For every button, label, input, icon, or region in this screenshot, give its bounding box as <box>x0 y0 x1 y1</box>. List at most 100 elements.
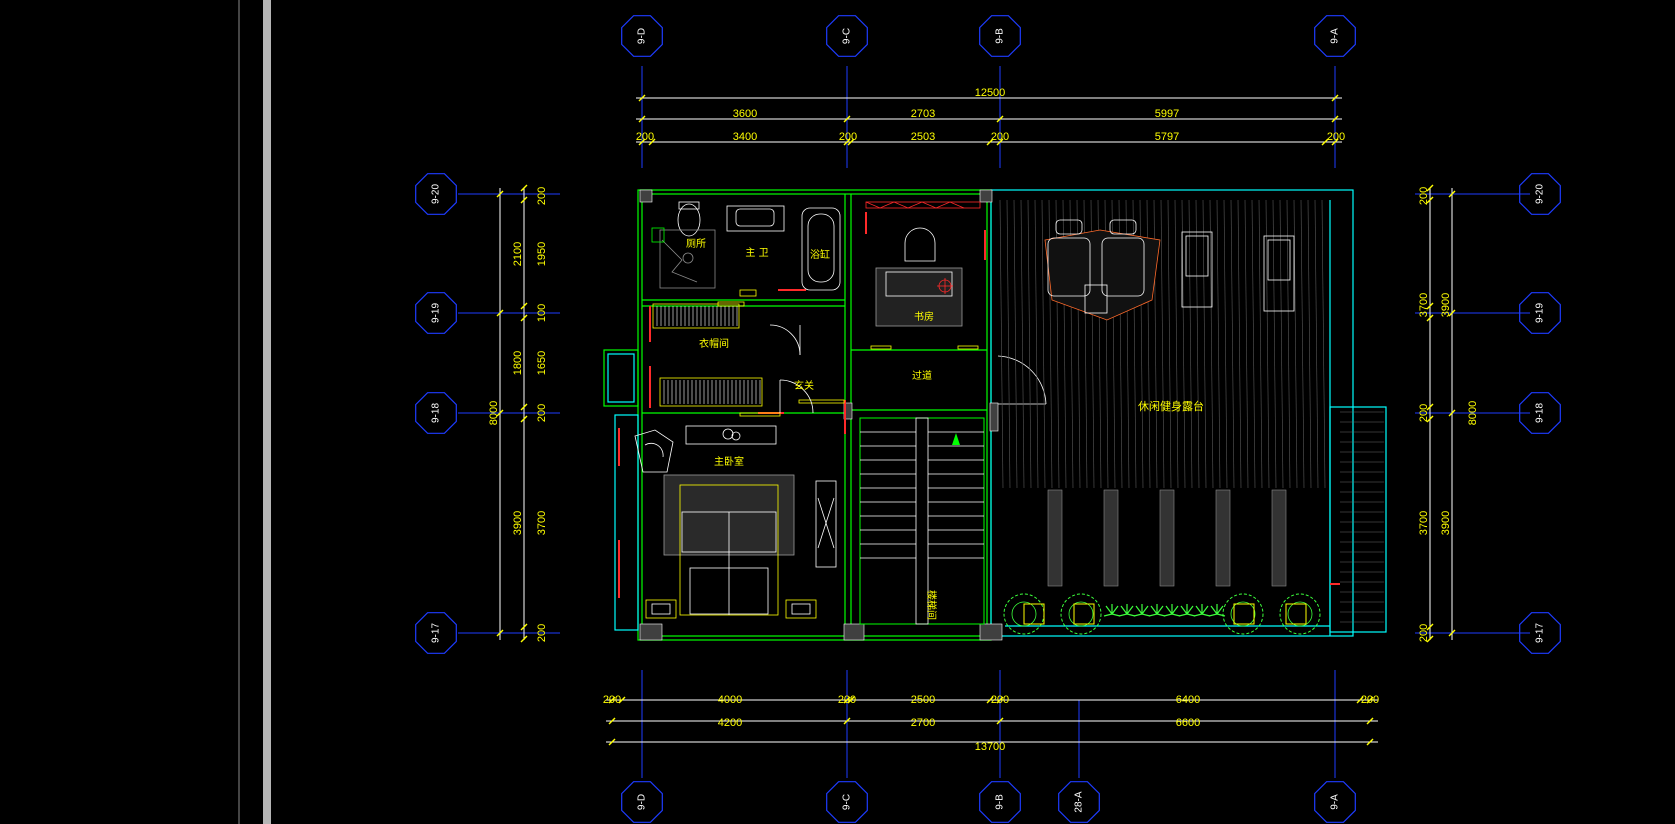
dim-left-inner-1: 1950 <box>536 242 548 266</box>
dim-bot-r1-2: 200 <box>838 694 856 706</box>
label-terrace: 休闲健身露台 <box>1138 399 1204 413</box>
deck-board <box>1300 199 1305 489</box>
dimension-tick <box>1426 403 1434 411</box>
grid-bubble-label: 9-A <box>1330 28 1341 44</box>
grid-bubble-9-A: 9-A <box>1314 15 1356 57</box>
dimension-tick <box>1321 138 1329 146</box>
dim-bot-r1-5: 6400 <box>1176 694 1200 706</box>
closet-shelving <box>652 303 763 407</box>
dim-top-total: 12500 <box>975 87 1006 99</box>
closet-shelf <box>659 377 763 407</box>
dimension-tick <box>1448 190 1456 198</box>
deck-board <box>1174 199 1179 489</box>
deck-board <box>1286 199 1291 489</box>
shrub <box>1279 593 1321 635</box>
dimension-tick <box>847 696 855 704</box>
dim-left-outer-2: 3900 <box>512 511 524 535</box>
stair-direction-arrow <box>952 433 960 445</box>
dimension-tick <box>496 309 504 317</box>
grid-bubble-9-D: 9-D <box>621 15 663 57</box>
dimension-tick <box>996 115 1004 123</box>
bamboo-plant <box>1133 604 1151 617</box>
model-frame-lines <box>238 0 271 824</box>
label-corridor: 过道 <box>912 369 932 382</box>
dimension-tick <box>1426 623 1434 631</box>
deck-board <box>1006 199 1011 489</box>
dimension-tick <box>996 696 1004 704</box>
dimension-tick <box>608 717 616 725</box>
dim-left-inner-2: 100 <box>536 304 548 322</box>
grid-bubble-9-20: 9-20 <box>1519 173 1561 215</box>
deck-board <box>1034 199 1039 489</box>
dim-left-inner-3: 1650 <box>536 351 548 375</box>
grid-bubble-label: 9-D <box>637 794 648 810</box>
closet-shelf <box>652 303 740 329</box>
deck-board <box>1321 199 1326 489</box>
dim-bot-r1-0: 200 <box>603 694 621 706</box>
dim-right-inner-2: 200 <box>1418 404 1430 422</box>
dimension-tick <box>638 94 646 102</box>
label-foyer: 玄关 <box>794 379 814 392</box>
dim-top-r2-0: 200 <box>636 131 654 143</box>
grid-bubble-9-A: 9-A <box>1314 781 1356 823</box>
deck-board <box>1041 199 1046 489</box>
stepping-stone-strip <box>1047 489 1063 587</box>
bamboo-plant <box>1163 604 1181 617</box>
dimension-tick <box>608 696 616 704</box>
dim-top-r2-2: 200 <box>839 131 857 143</box>
square-planter <box>1285 603 1307 625</box>
dim-bot-r1-4: 200 <box>991 694 1009 706</box>
terrace-planters <box>1003 593 1321 635</box>
stair-outline <box>859 417 985 625</box>
doors <box>739 324 1047 417</box>
dimension-tick <box>1448 409 1456 417</box>
dimension-tick <box>1448 309 1456 317</box>
bedroom-furniture <box>634 425 837 619</box>
dimension-tick <box>1366 717 1374 725</box>
square-planter <box>1073 603 1095 625</box>
dim-top-r2-5: 5797 <box>1155 131 1179 143</box>
dim-bot-r2-1: 2700 <box>911 717 935 729</box>
dim-top-r1-2: 5997 <box>1155 108 1179 120</box>
dimension-texts-vertical: 2100 1800 3900 8000 200 1950 100 1650 20… <box>488 187 1479 642</box>
deck-board <box>1013 199 1018 489</box>
dimension-tick <box>1426 635 1434 643</box>
label-bath: 浴缸 <box>810 248 830 261</box>
grid-bubble-label: 28-A <box>1074 791 1085 812</box>
study-furniture <box>865 201 981 350</box>
dim-right-inner-3: 3700 <box>1418 511 1430 535</box>
dimension-tick <box>520 184 528 192</box>
dimension-tick <box>520 302 528 310</box>
grid-axes <box>458 66 1530 778</box>
grid-bubble-label: 9-B <box>995 794 1006 810</box>
bamboo-plant <box>1193 604 1211 617</box>
dim-right-outer-1: 3900 <box>1440 511 1452 535</box>
dimension-tick <box>520 403 528 411</box>
room-labels: 厕所 主 卫 浴缸 书房 衣帽间 玄关 过道 主卧室 休闲健身露台 楼梯间 <box>686 238 1204 620</box>
dim-top-r1-1: 2703 <box>911 108 935 120</box>
dim-bot-r1-3: 2500 <box>911 694 935 706</box>
staircase <box>859 417 985 625</box>
dimension-tick <box>520 415 528 423</box>
grid-bubble-label: 9-A <box>1330 794 1341 810</box>
dimension-ticks <box>496 94 1456 746</box>
dimension-tick <box>638 115 646 123</box>
wall-columns <box>639 189 1003 641</box>
grid-bubble-9-18: 9-18 <box>415 392 457 434</box>
deck-board <box>1181 199 1186 489</box>
grid-bubble-9-D: 9-D <box>621 781 663 823</box>
grid-bubble-9-20: 9-20 <box>415 173 457 215</box>
deck-board <box>1307 199 1312 489</box>
dim-bot-r2-0: 4200 <box>718 717 742 729</box>
dimension-tick <box>638 138 646 146</box>
deck-board <box>1188 199 1193 489</box>
dimension-tick <box>843 138 851 146</box>
dimension-tick <box>1366 738 1374 746</box>
dim-right-outer-0: 3900 <box>1440 293 1452 317</box>
square-planter <box>1233 603 1255 625</box>
red-accents <box>618 212 1340 598</box>
dim-right-inner-0: 200 <box>1418 187 1430 205</box>
dim-top-r2-3: 2503 <box>911 131 935 143</box>
